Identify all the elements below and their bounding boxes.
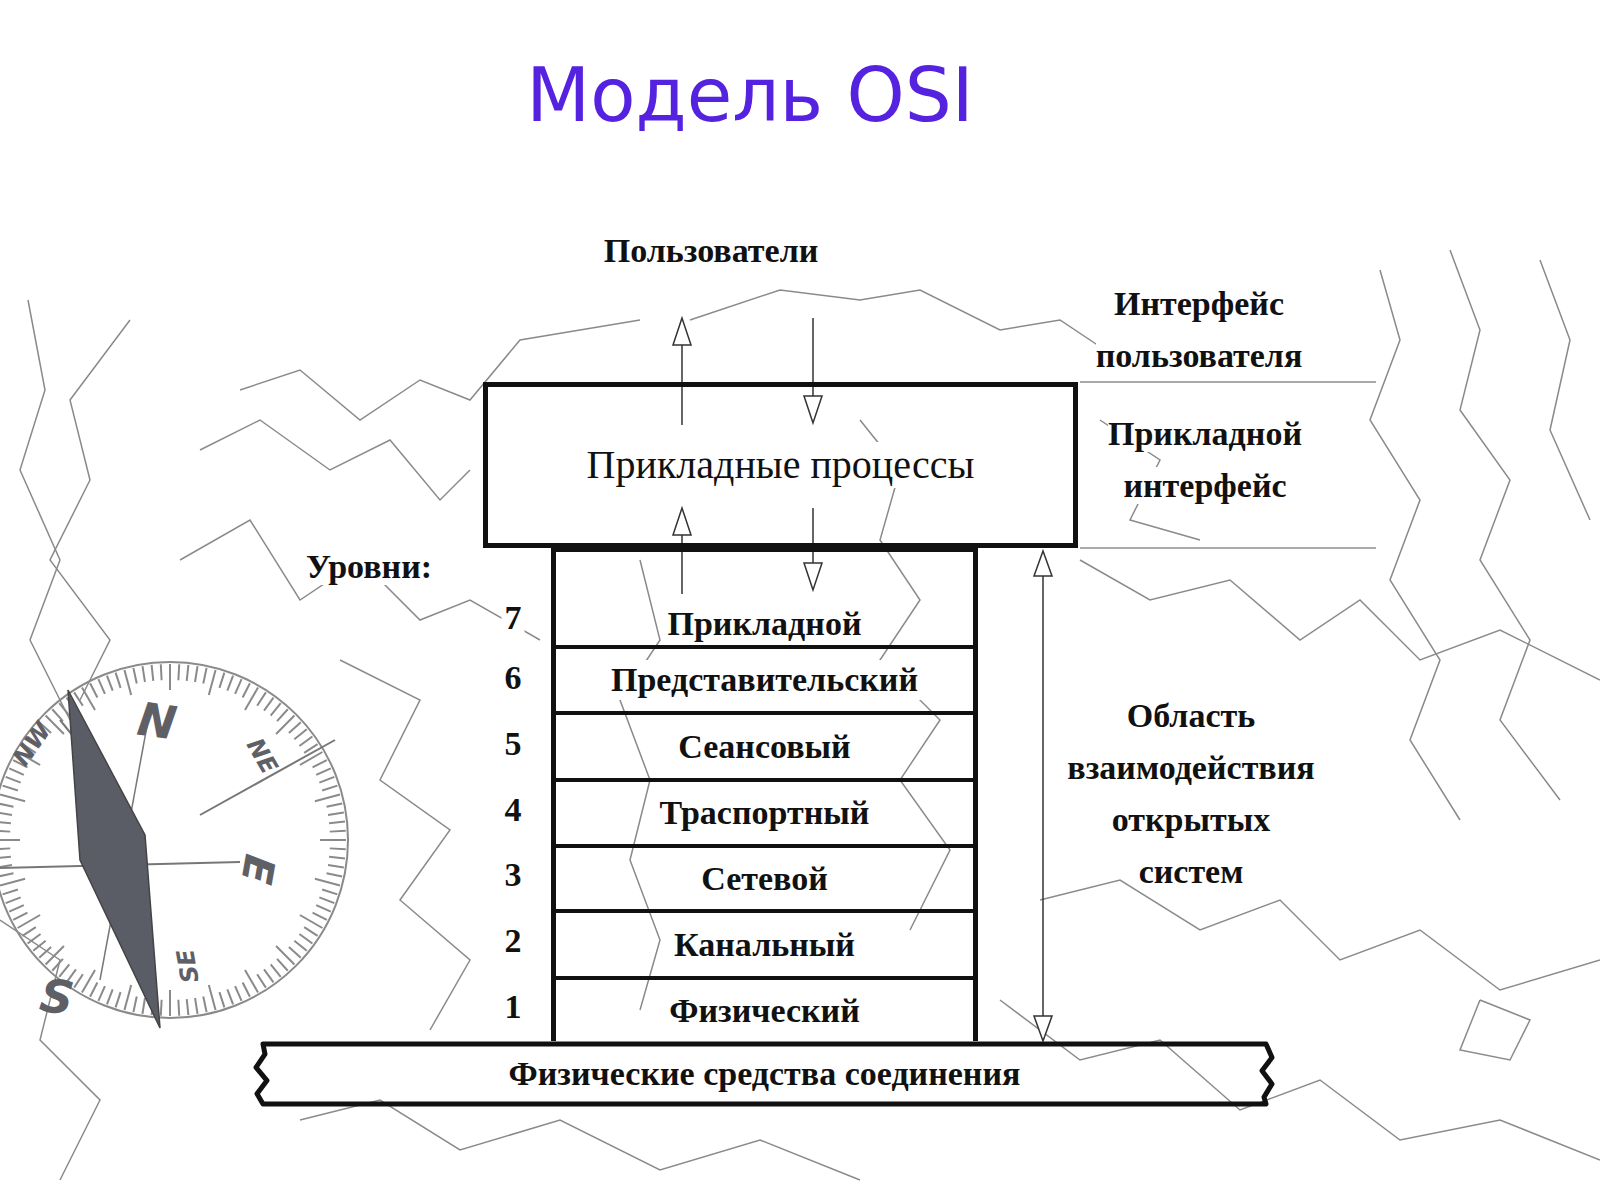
osi-layer: Сетевой [551,844,978,909]
osi-layer: Траспортный [551,778,978,844]
layer-name: Сетевой [698,859,831,898]
annotation: Область взаимодействия открытых систем [1067,697,1314,890]
osi-layer: Представительский [551,645,978,711]
compass-letter: E [231,848,285,891]
title: Модель OSI [523,52,976,138]
layer-number: 3 [502,856,525,893]
osi-layer: Канальный [551,909,978,976]
layer-number: 2 [502,922,525,959]
label-wrap: 5 [502,725,525,763]
layer-name: Представительский [608,660,921,699]
layer-name: Траспортный [657,793,873,832]
label-wrap: 7 [502,599,525,637]
layer-name: Канальный [671,925,858,964]
connection-band: Физические средства соединения [253,1041,1276,1107]
label-wrap: Область взаимодействия открытых систем [1066,690,1316,898]
annotation: Уровни: [303,548,435,585]
node-text: Физические средства соединения [506,1054,1024,1093]
label-wrap: Прикладной интерфейс [1085,408,1325,512]
title-wrap: Модель OSI [523,52,976,138]
compass-letter: S [34,968,80,1027]
compass-letter: SE [171,944,205,988]
annotation: Прикладной интерфейс [1108,415,1302,504]
compass-letter: N [131,691,183,751]
layer-number: 4 [502,791,525,828]
label-wrap: SE [171,944,205,988]
label-wrap: NW [5,714,58,773]
label-wrap: Пользователи [601,232,822,270]
annotation: Интерфейс пользователя [1096,285,1303,374]
compass-letter: NW [5,714,58,773]
process-box: Прикладные процессы [483,382,1078,548]
layer-name: Сеансовый [675,727,853,766]
contour-lines [0,250,1600,1180]
compass [0,662,348,1028]
layer-name: Прикладной [665,604,865,643]
label-wrap: 2 [502,922,525,960]
layer-number: 1 [502,988,525,1025]
label-wrap: 4 [502,791,525,829]
annotation: Пользователи [601,232,822,269]
label-wrap: 1 [502,988,525,1026]
osi-layer: Физический [551,976,978,1041]
label-wrap: E [231,848,285,891]
layer-number: 6 [502,659,525,696]
layer-name: Физический [666,991,863,1030]
osi-layer: Прикладной [551,548,978,645]
layer-number: 5 [502,725,525,762]
compass-letter: NE [239,731,284,782]
layer-number: 7 [502,599,525,636]
osi-layer: Сеансовый [551,711,978,778]
label-wrap: Интерфейс пользователя [1079,278,1319,382]
label-wrap: N [131,691,183,751]
label-wrap: NE [239,731,284,782]
label-wrap: Уровни: [303,548,435,586]
label-wrap: 3 [502,856,525,894]
label-wrap: S [34,968,80,1027]
label-wrap: 6 [502,659,525,697]
node-text: Прикладные процессы [584,442,978,488]
